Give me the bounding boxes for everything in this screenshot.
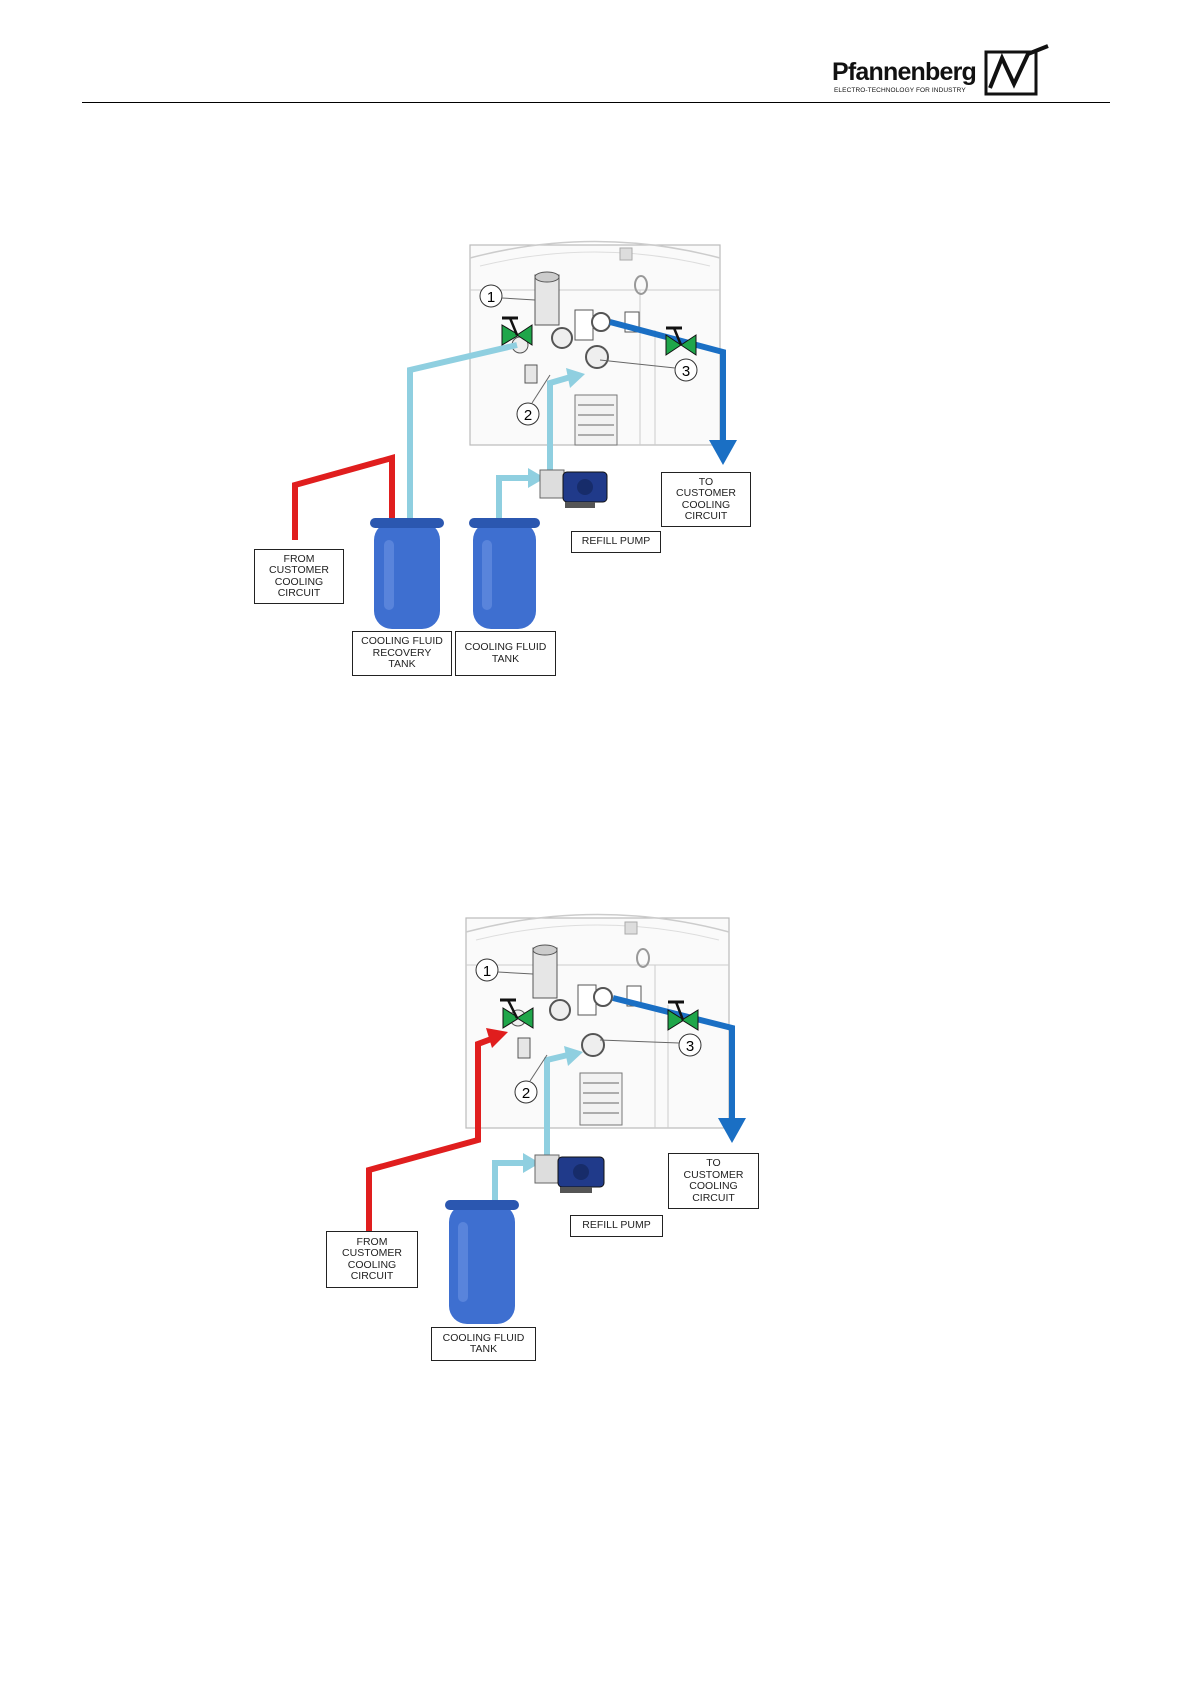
label-fluid-tank: COOLING FLUID TANK xyxy=(431,1327,536,1361)
fluid-tank-icon xyxy=(445,1200,519,1324)
refill-pump-icon xyxy=(535,1155,604,1193)
svg-text:2: 2 xyxy=(522,1085,530,1102)
label-to-customer-circuit: TO CUSTOMER COOLING CIRCUIT xyxy=(668,1153,759,1209)
svg-text:3: 3 xyxy=(686,1038,694,1055)
svg-text:1: 1 xyxy=(483,963,491,980)
label-refill-pump: REFILL PUMP xyxy=(570,1215,663,1237)
label-from-customer-circuit: FROM CUSTOMER COOLING CIRCUIT xyxy=(326,1231,418,1288)
diagram-figure-2: 1 2 3 xyxy=(0,0,1191,1400)
